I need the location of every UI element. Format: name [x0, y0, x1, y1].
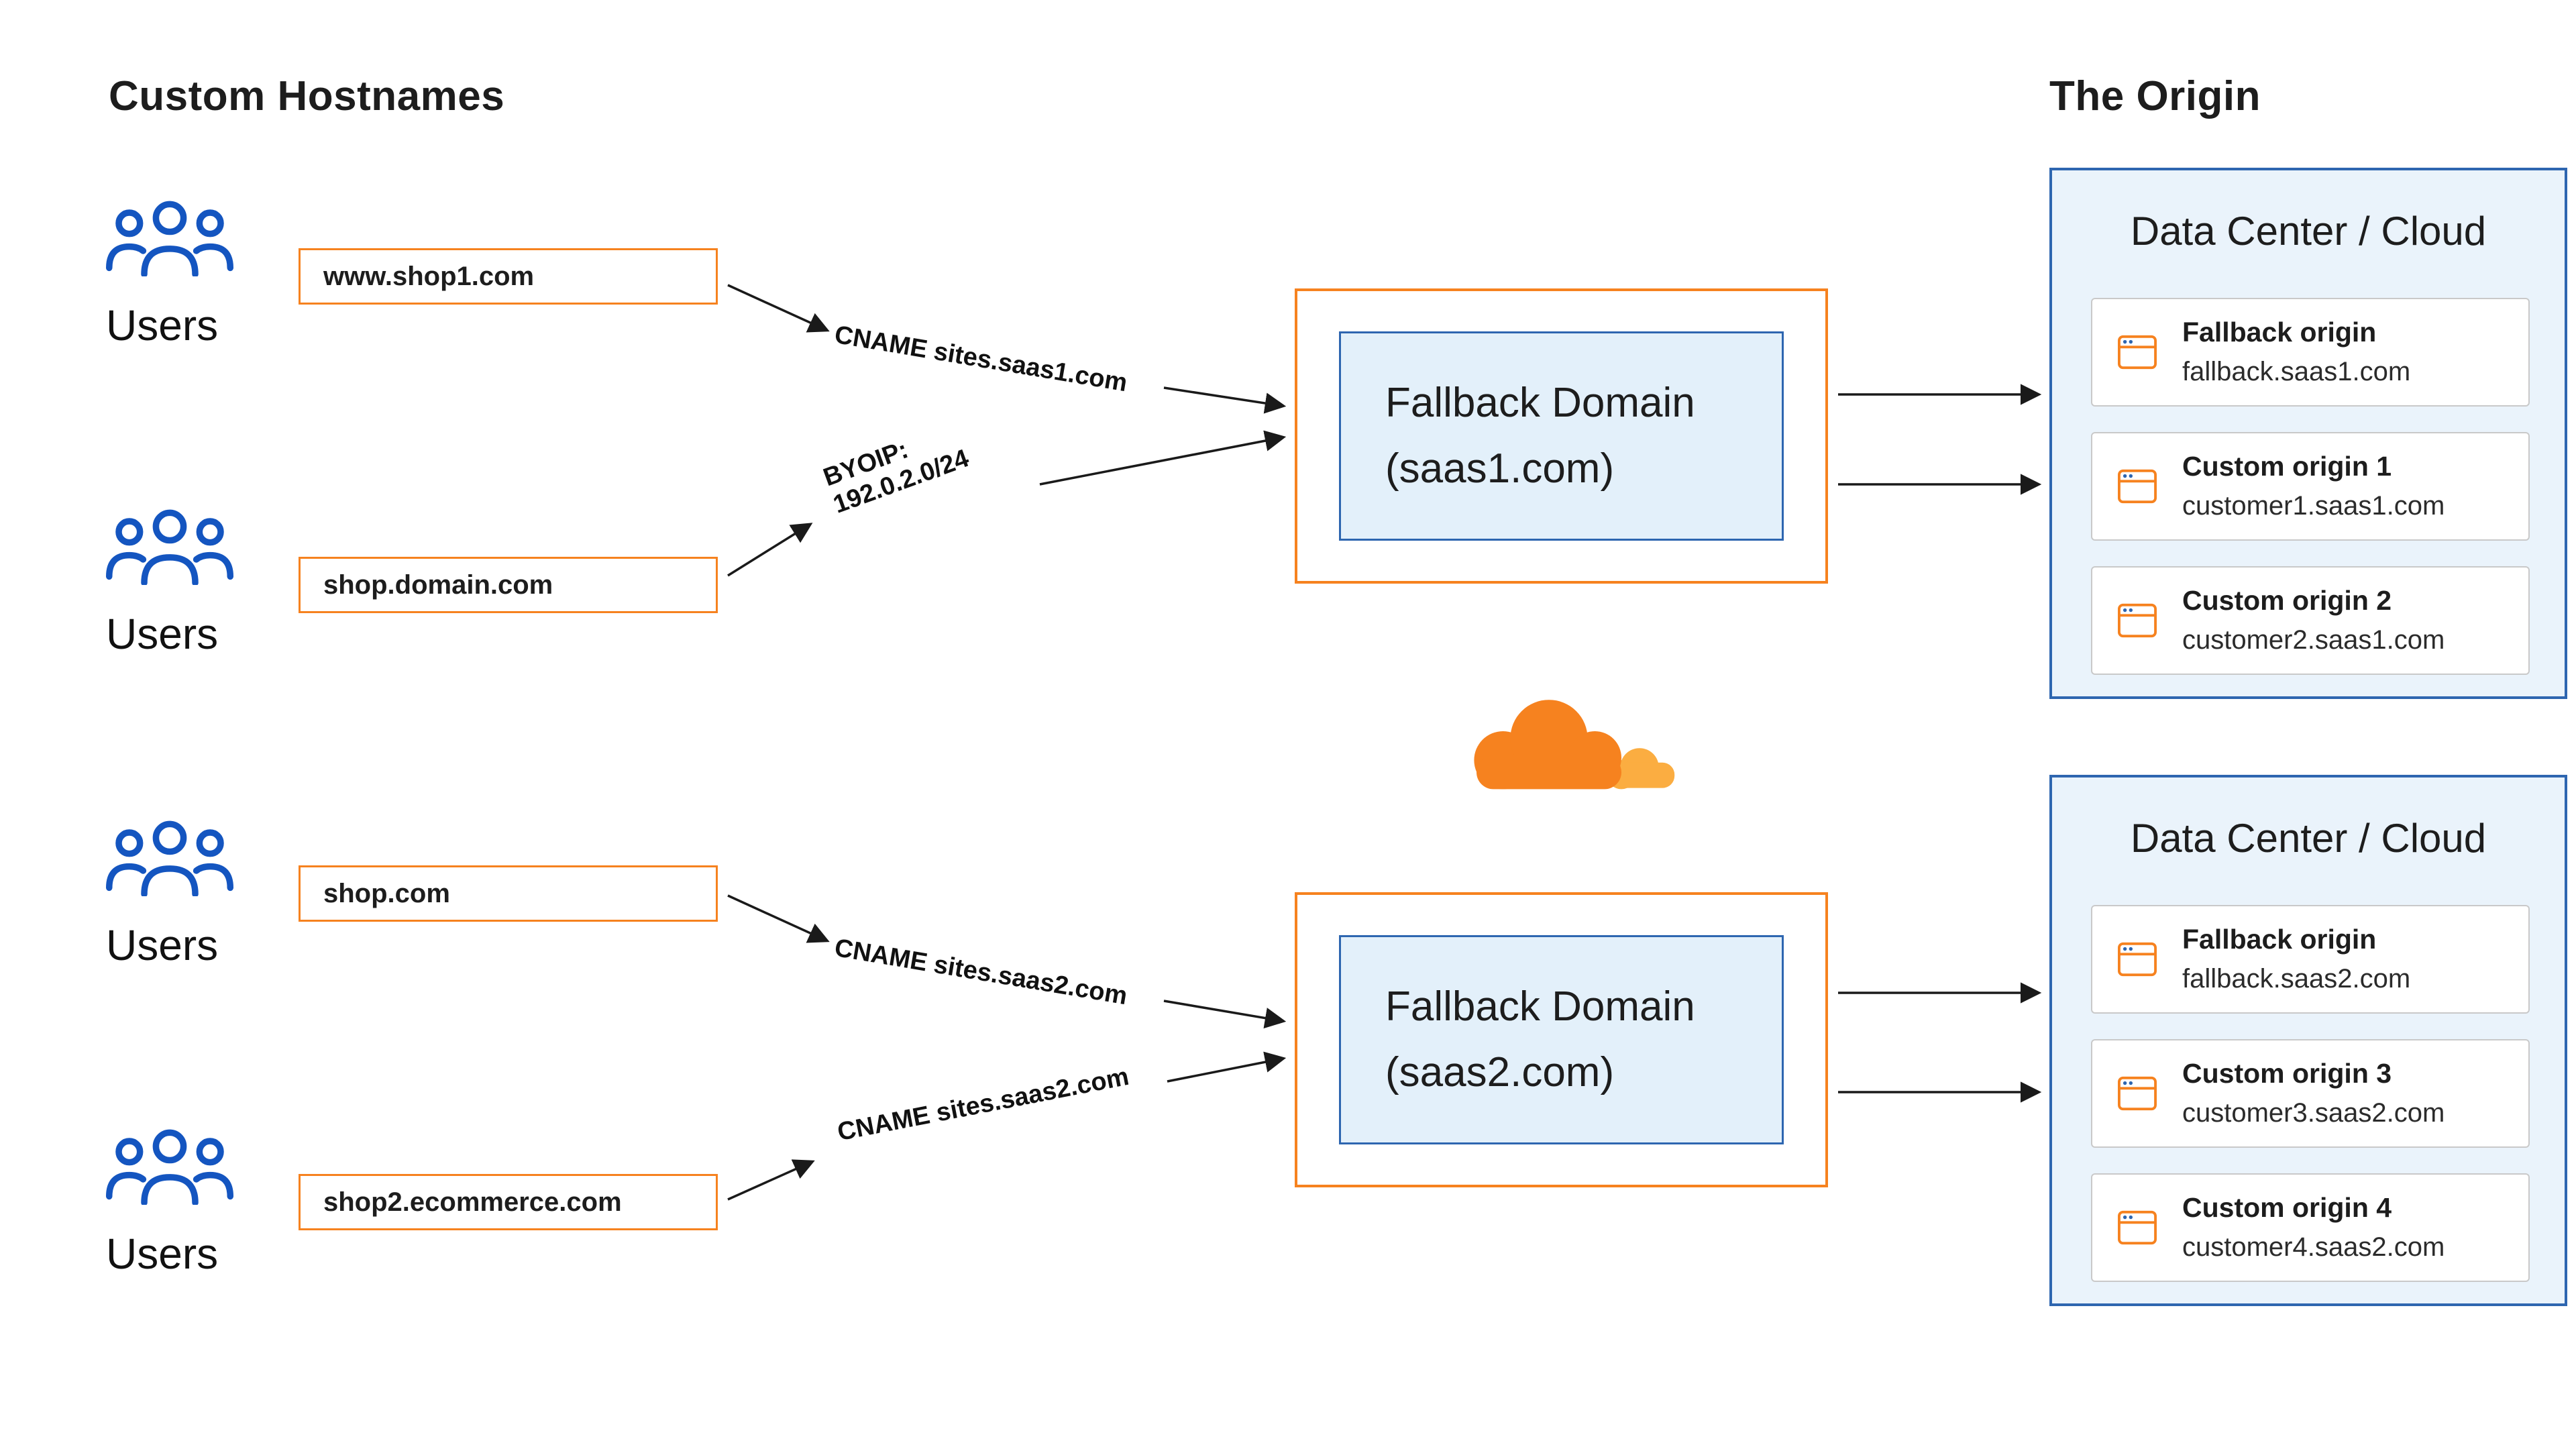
- origin-host: fallback.saas2.com: [2182, 964, 2411, 994]
- data-center-title: Data Center / Cloud: [2130, 816, 2487, 861]
- origin-name: Custom origin 4: [2182, 1192, 2392, 1223]
- origin-host: fallback.saas1.com: [2182, 357, 2411, 386]
- users-group-1: Users: [106, 200, 240, 350]
- users-icon: [106, 820, 233, 896]
- fallback-domain-saas2: Fallback Domain (saas2.com): [1339, 935, 1784, 1144]
- arrow-label-cname-saas2-lower: CNAME sites.saas2.com: [835, 1062, 1132, 1147]
- data-center-box-2: Data Center / Cloud Fallback origin fall…: [2049, 775, 2567, 1306]
- browser-window-icon: [2118, 469, 2157, 504]
- fallback-domain-line1: Fallback Domain: [1385, 380, 1695, 427]
- fallback-domain-outer-saas2: Fallback Domain (saas2.com): [1295, 892, 1828, 1187]
- hostname-label: shop.com: [323, 878, 450, 908]
- arrow-label-cname-saas2-upper: CNAME sites.saas2.com: [833, 934, 1130, 1011]
- origin-card-custom1: Custom origin 1 customer1.saas1.com: [2091, 432, 2530, 541]
- data-center-title: Data Center / Cloud: [2130, 209, 2487, 254]
- users-group-4: Users: [106, 1128, 240, 1279]
- origin-host: customer3.saas2.com: [2182, 1098, 2445, 1128]
- hostname-box-shop: shop.com: [299, 865, 718, 922]
- hostname-label: shop.domain.com: [323, 570, 553, 600]
- origin-host: customer1.saas1.com: [2182, 491, 2445, 521]
- hostname-label: www.shop1.com: [323, 261, 535, 291]
- users-label: Users: [106, 610, 219, 658]
- origin-card-custom2: Custom origin 2 customer2.saas1.com: [2091, 566, 2530, 675]
- origin-name: Fallback origin: [2182, 317, 2377, 347]
- users-group-3: Users: [106, 820, 240, 970]
- browser-window-icon: [2118, 603, 2157, 638]
- origin-name: Custom origin 1: [2182, 451, 2392, 482]
- hostname-label: shop2.ecommerce.com: [323, 1187, 622, 1217]
- arrow-label-byoip: BYOIP: 192.0.2.0/24: [820, 435, 973, 519]
- origin-card-fallback-saas1: Fallback origin fallback.saas1.com: [2091, 298, 2530, 407]
- fallback-domain-line2: (saas2.com): [1385, 1049, 1615, 1095]
- fallback-domain-line1: Fallback Domain: [1385, 983, 1695, 1030]
- users-group-2: Users: [106, 508, 240, 659]
- fallback-domain-saas1: Fallback Domain (saas1.com): [1339, 331, 1784, 541]
- origin-card-fallback-saas2: Fallback origin fallback.saas2.com: [2091, 905, 2530, 1014]
- users-label: Users: [106, 301, 219, 350]
- browser-window-icon: [2118, 1076, 2157, 1111]
- users-icon: [106, 201, 233, 276]
- browser-window-icon: [2118, 335, 2157, 370]
- origin-name: Custom origin 3: [2182, 1058, 2392, 1089]
- cloudflare-logo-icon: [1474, 700, 1675, 802]
- custom-hostnames-title: Custom Hostnames: [109, 73, 505, 119]
- hostname-box-shop1: www.shop1.com: [299, 248, 718, 305]
- hostname-box-shop-domain: shop.domain.com: [299, 557, 718, 613]
- hostname-box-shop2-ecommerce: shop2.ecommerce.com: [299, 1174, 718, 1230]
- users-label: Users: [106, 1230, 219, 1278]
- browser-window-icon: [2118, 942, 2157, 977]
- origin-host: customer2.saas1.com: [2182, 625, 2445, 655]
- origin-card-custom4: Custom origin 4 customer4.saas2.com: [2091, 1173, 2530, 1282]
- users-icon: [106, 509, 233, 585]
- origin-name: Fallback origin: [2182, 924, 2377, 955]
- fallback-domain-line2: (saas1.com): [1385, 445, 1615, 492]
- origin-host: customer4.saas2.com: [2182, 1232, 2445, 1262]
- users-label: Users: [106, 921, 219, 969]
- data-center-box-1: Data Center / Cloud Fallback origin fall…: [2049, 168, 2567, 699]
- browser-window-icon: [2118, 1210, 2157, 1245]
- arrow-label-cname-saas1: CNAME sites.saas1.com: [833, 321, 1130, 398]
- origin-name: Custom origin 2: [2182, 585, 2392, 616]
- the-origin-title: The Origin: [2049, 73, 2261, 119]
- users-icon: [106, 1129, 233, 1205]
- fallback-domain-outer-saas1: Fallback Domain (saas1.com): [1295, 288, 1828, 584]
- origin-card-custom3: Custom origin 3 customer3.saas2.com: [2091, 1039, 2530, 1148]
